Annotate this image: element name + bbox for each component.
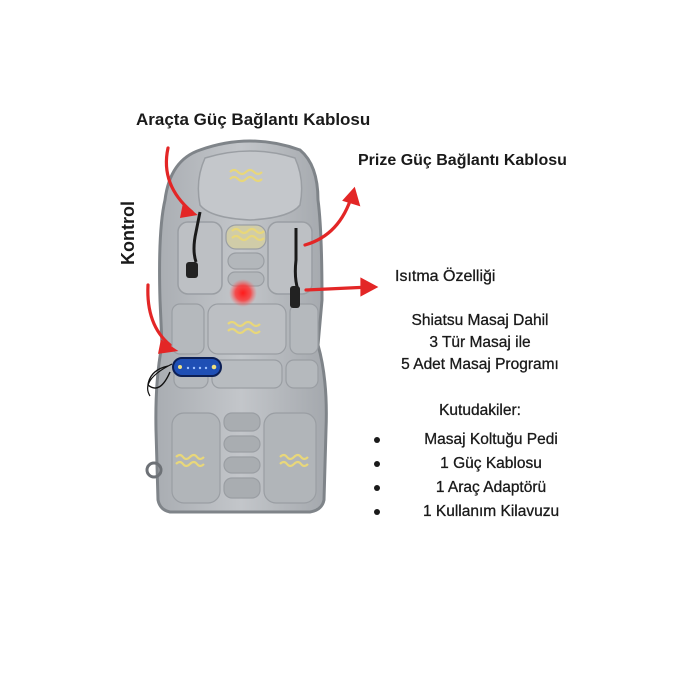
heat-spot-icon: [229, 279, 257, 307]
callout-car-power-cable: Araçta Güç Bağlantı Kablosu: [136, 110, 371, 129]
box-contents-list: Masaj Koltuğu Pedi 1 Güç Kablosu 1 Araç …: [374, 428, 594, 524]
list-item: 1 Kullanım Kilavuzu: [374, 500, 594, 524]
arrow-heating-icon: [304, 285, 372, 292]
remote-controller-icon: [147, 357, 222, 397]
massage-wave-icons: [175, 168, 309, 468]
feature-line-3: 5 Adet Masaj Programı: [401, 356, 559, 373]
callout-heating: Isıtma Özelliği: [395, 268, 496, 285]
box-contents-title: Kutudakiler:: [439, 402, 521, 419]
bullet-icon: [374, 509, 380, 515]
bullet-icon: [374, 437, 380, 443]
feature-line-2: 3 Tür Masaj ile: [429, 334, 531, 351]
list-item: 1 Araç Adaptörü: [374, 476, 594, 500]
feature-line-1: Shiatsu Masaj Dahil: [411, 312, 549, 329]
bullet-icon: [374, 461, 380, 467]
callout-wall-power-cable: Prize Güç Bağlantı Kablosu: [358, 152, 567, 169]
list-item: Masaj Koltuğu Pedi: [374, 428, 594, 452]
callout-control: Kontrol: [118, 201, 138, 265]
features-block: Shiatsu Masaj Dahil 3 Tür Masaj ile 5 Ad…: [360, 310, 600, 376]
bullet-icon: [374, 485, 380, 491]
list-item: 1 Güç Kablosu: [374, 452, 594, 476]
power-cables: [186, 211, 300, 308]
callout-arrows: [146, 146, 379, 354]
arrow-control-icon: [146, 283, 172, 347]
